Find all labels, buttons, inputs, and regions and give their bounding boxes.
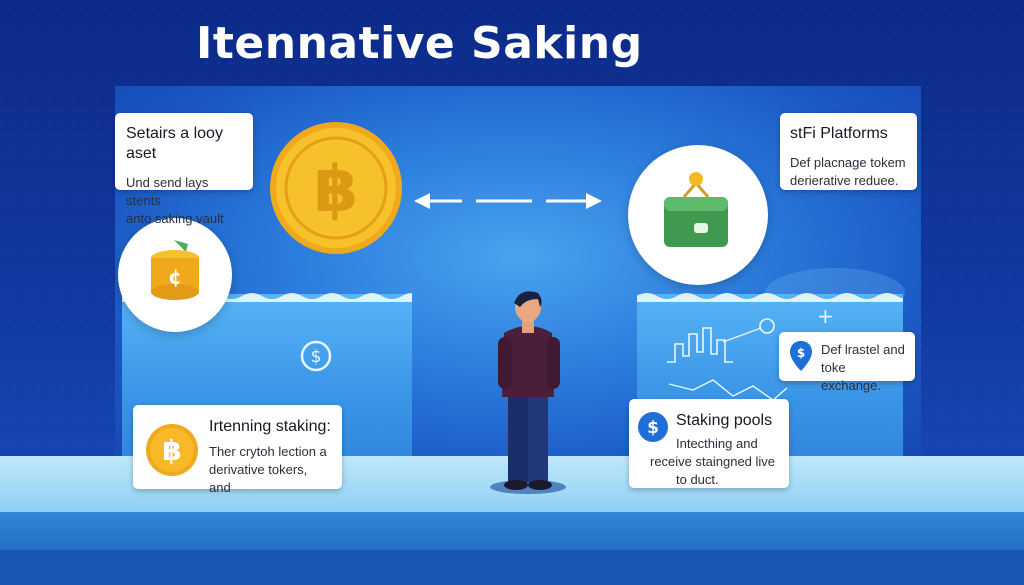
card-body: Ther crytoh lection a derivative tokers,… bbox=[209, 443, 332, 497]
svg-text:฿: ฿ bbox=[162, 434, 181, 467]
card-title: Setairs a looy aset bbox=[126, 125, 223, 162]
card-defi-platforms: stFi Platforms Def placnage tokem derier… bbox=[780, 113, 917, 190]
card-body-line: toke exchange. bbox=[821, 360, 881, 393]
page-title: Itennative Saking bbox=[196, 18, 643, 69]
location-pin-icon: $ bbox=[790, 341, 812, 371]
card-body: Und send lays stents anto saking vault bbox=[126, 174, 243, 228]
svg-text:$: $ bbox=[647, 418, 659, 438]
plus-icon: + bbox=[817, 304, 834, 328]
card-body-line: to duct. bbox=[676, 472, 719, 487]
bitcoin-badge-icon: ฿ bbox=[146, 424, 198, 476]
card-body-line: derierative reduee. bbox=[790, 173, 899, 188]
svg-text:$: $ bbox=[797, 346, 805, 360]
svg-text:฿: ฿ bbox=[314, 153, 359, 227]
card-body-line: receive staingned live bbox=[650, 454, 776, 469]
card-staking-pools: $ Staking pools Intecthing and receive s… bbox=[629, 399, 789, 488]
coin-circle: ¢ bbox=[118, 218, 232, 332]
svg-text:$: $ bbox=[311, 347, 322, 367]
coin-stack-icon: ¢ bbox=[151, 240, 199, 300]
card-title: Staking pools bbox=[676, 412, 773, 429]
card-body: Def placnage tokem derierative reduee. bbox=[790, 154, 909, 190]
card-body-line: Ther crytoh lection a bbox=[209, 444, 327, 459]
double-arrow-icon bbox=[414, 193, 602, 209]
wallet-circle bbox=[628, 145, 768, 285]
card-body: Intecthing and receive staingned live to… bbox=[650, 435, 781, 489]
dollar-badge-icon: $ bbox=[638, 412, 668, 442]
card-body-line: derivative tokers, and bbox=[209, 462, 308, 495]
card-lock-asset: Setairs a looy aset Und send lays stents… bbox=[115, 113, 253, 226]
wave-top-right bbox=[637, 293, 903, 302]
floor-bottom bbox=[0, 550, 1024, 585]
person-figure bbox=[490, 291, 566, 494]
card-body-line: Def placnage tokem bbox=[790, 155, 906, 170]
card-defi-exchange: $ Def lrastel and toke exchange. bbox=[779, 332, 915, 393]
card-body-line: anto saking vault bbox=[126, 211, 224, 226]
card-body-line: Def lrastel and bbox=[821, 342, 905, 357]
svg-text:¢: ¢ bbox=[168, 265, 182, 289]
floor-mid bbox=[0, 512, 1024, 550]
card-title: Irtenning staking: bbox=[209, 418, 331, 435]
card-body-line: Intecthing and bbox=[676, 436, 758, 451]
dollar-circle-icon: $ bbox=[300, 340, 332, 372]
card-body-line: Und send lays stents bbox=[126, 175, 209, 208]
card-body: Def lrastel and toke exchange. bbox=[821, 341, 907, 395]
card-liquid-staking: ฿ Irtenning staking: Ther crytoh lection… bbox=[133, 405, 342, 495]
bitcoin-coin-icon: ฿ bbox=[270, 122, 402, 254]
wallet-icon bbox=[664, 172, 728, 247]
card-title: stFi Platforms bbox=[790, 125, 888, 142]
